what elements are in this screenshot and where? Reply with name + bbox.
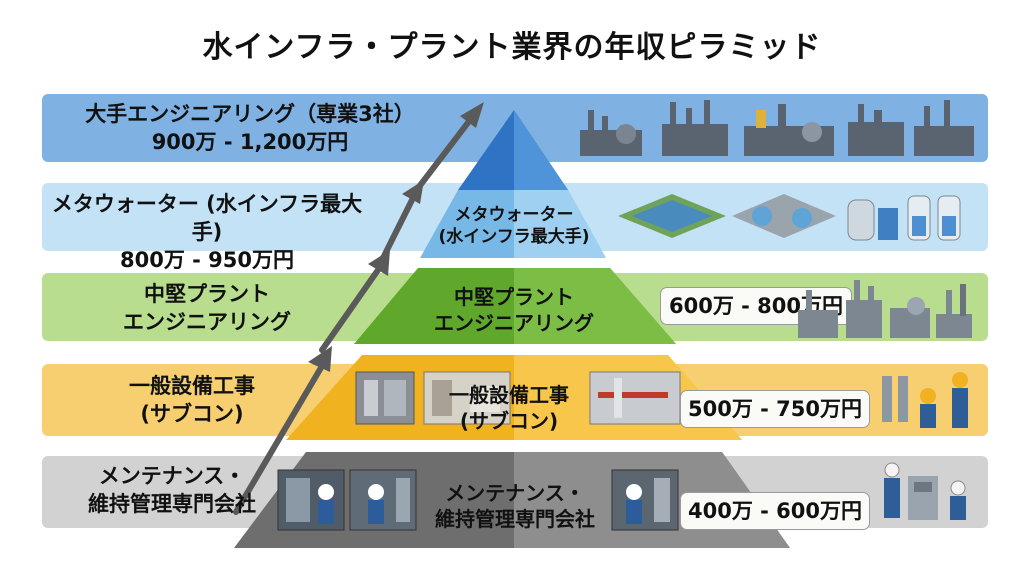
- tier-4-pyramid-label: 一般設備工事 (サブコン): [449, 383, 569, 433]
- refinery-plants-illustration: [580, 100, 974, 156]
- tier-5-photos: [277, 469, 679, 531]
- arrow-heads: [308, 102, 484, 372]
- maintenance-worker-illustration: [884, 462, 966, 520]
- water-treatment-illustration: [618, 194, 961, 241]
- tier-4-photos: [355, 371, 681, 425]
- page-title: 水インフラ・プラント業界の年収ピラミッド: [202, 30, 822, 65]
- tier-4-salary-box: 500万 - 750万円: [680, 390, 870, 428]
- tier-5-pyramid-label: メンテナンス・ 維持管理専門会社: [435, 481, 595, 531]
- mid-plant-illustration: [798, 280, 972, 338]
- tier-2-band-label: メタウォーター (水インフラ最大手) 800万 - 950万円: [51, 192, 363, 272]
- tier-5-salary-box: 400万 - 600万円: [680, 492, 870, 530]
- tier-5-band-label: メンテナンス・ 維持管理専門会社: [88, 464, 256, 516]
- tier-1-band-label: 大手エンジニアリング（専業3社） 900万 - 1,200万円: [85, 102, 415, 154]
- tier-2-pyramid-label: メタウォーター (水インフラ最大手): [438, 205, 590, 247]
- tier-3-pyramid-label: 中堅プラント エンジニアリング: [434, 285, 594, 335]
- tier-3-band-label: 中堅プラント エンジニアリング: [123, 282, 291, 334]
- equipment-worker-illustration: [882, 372, 968, 428]
- tier-4-band-label: 一般設備工事 (サブコン): [129, 374, 255, 426]
